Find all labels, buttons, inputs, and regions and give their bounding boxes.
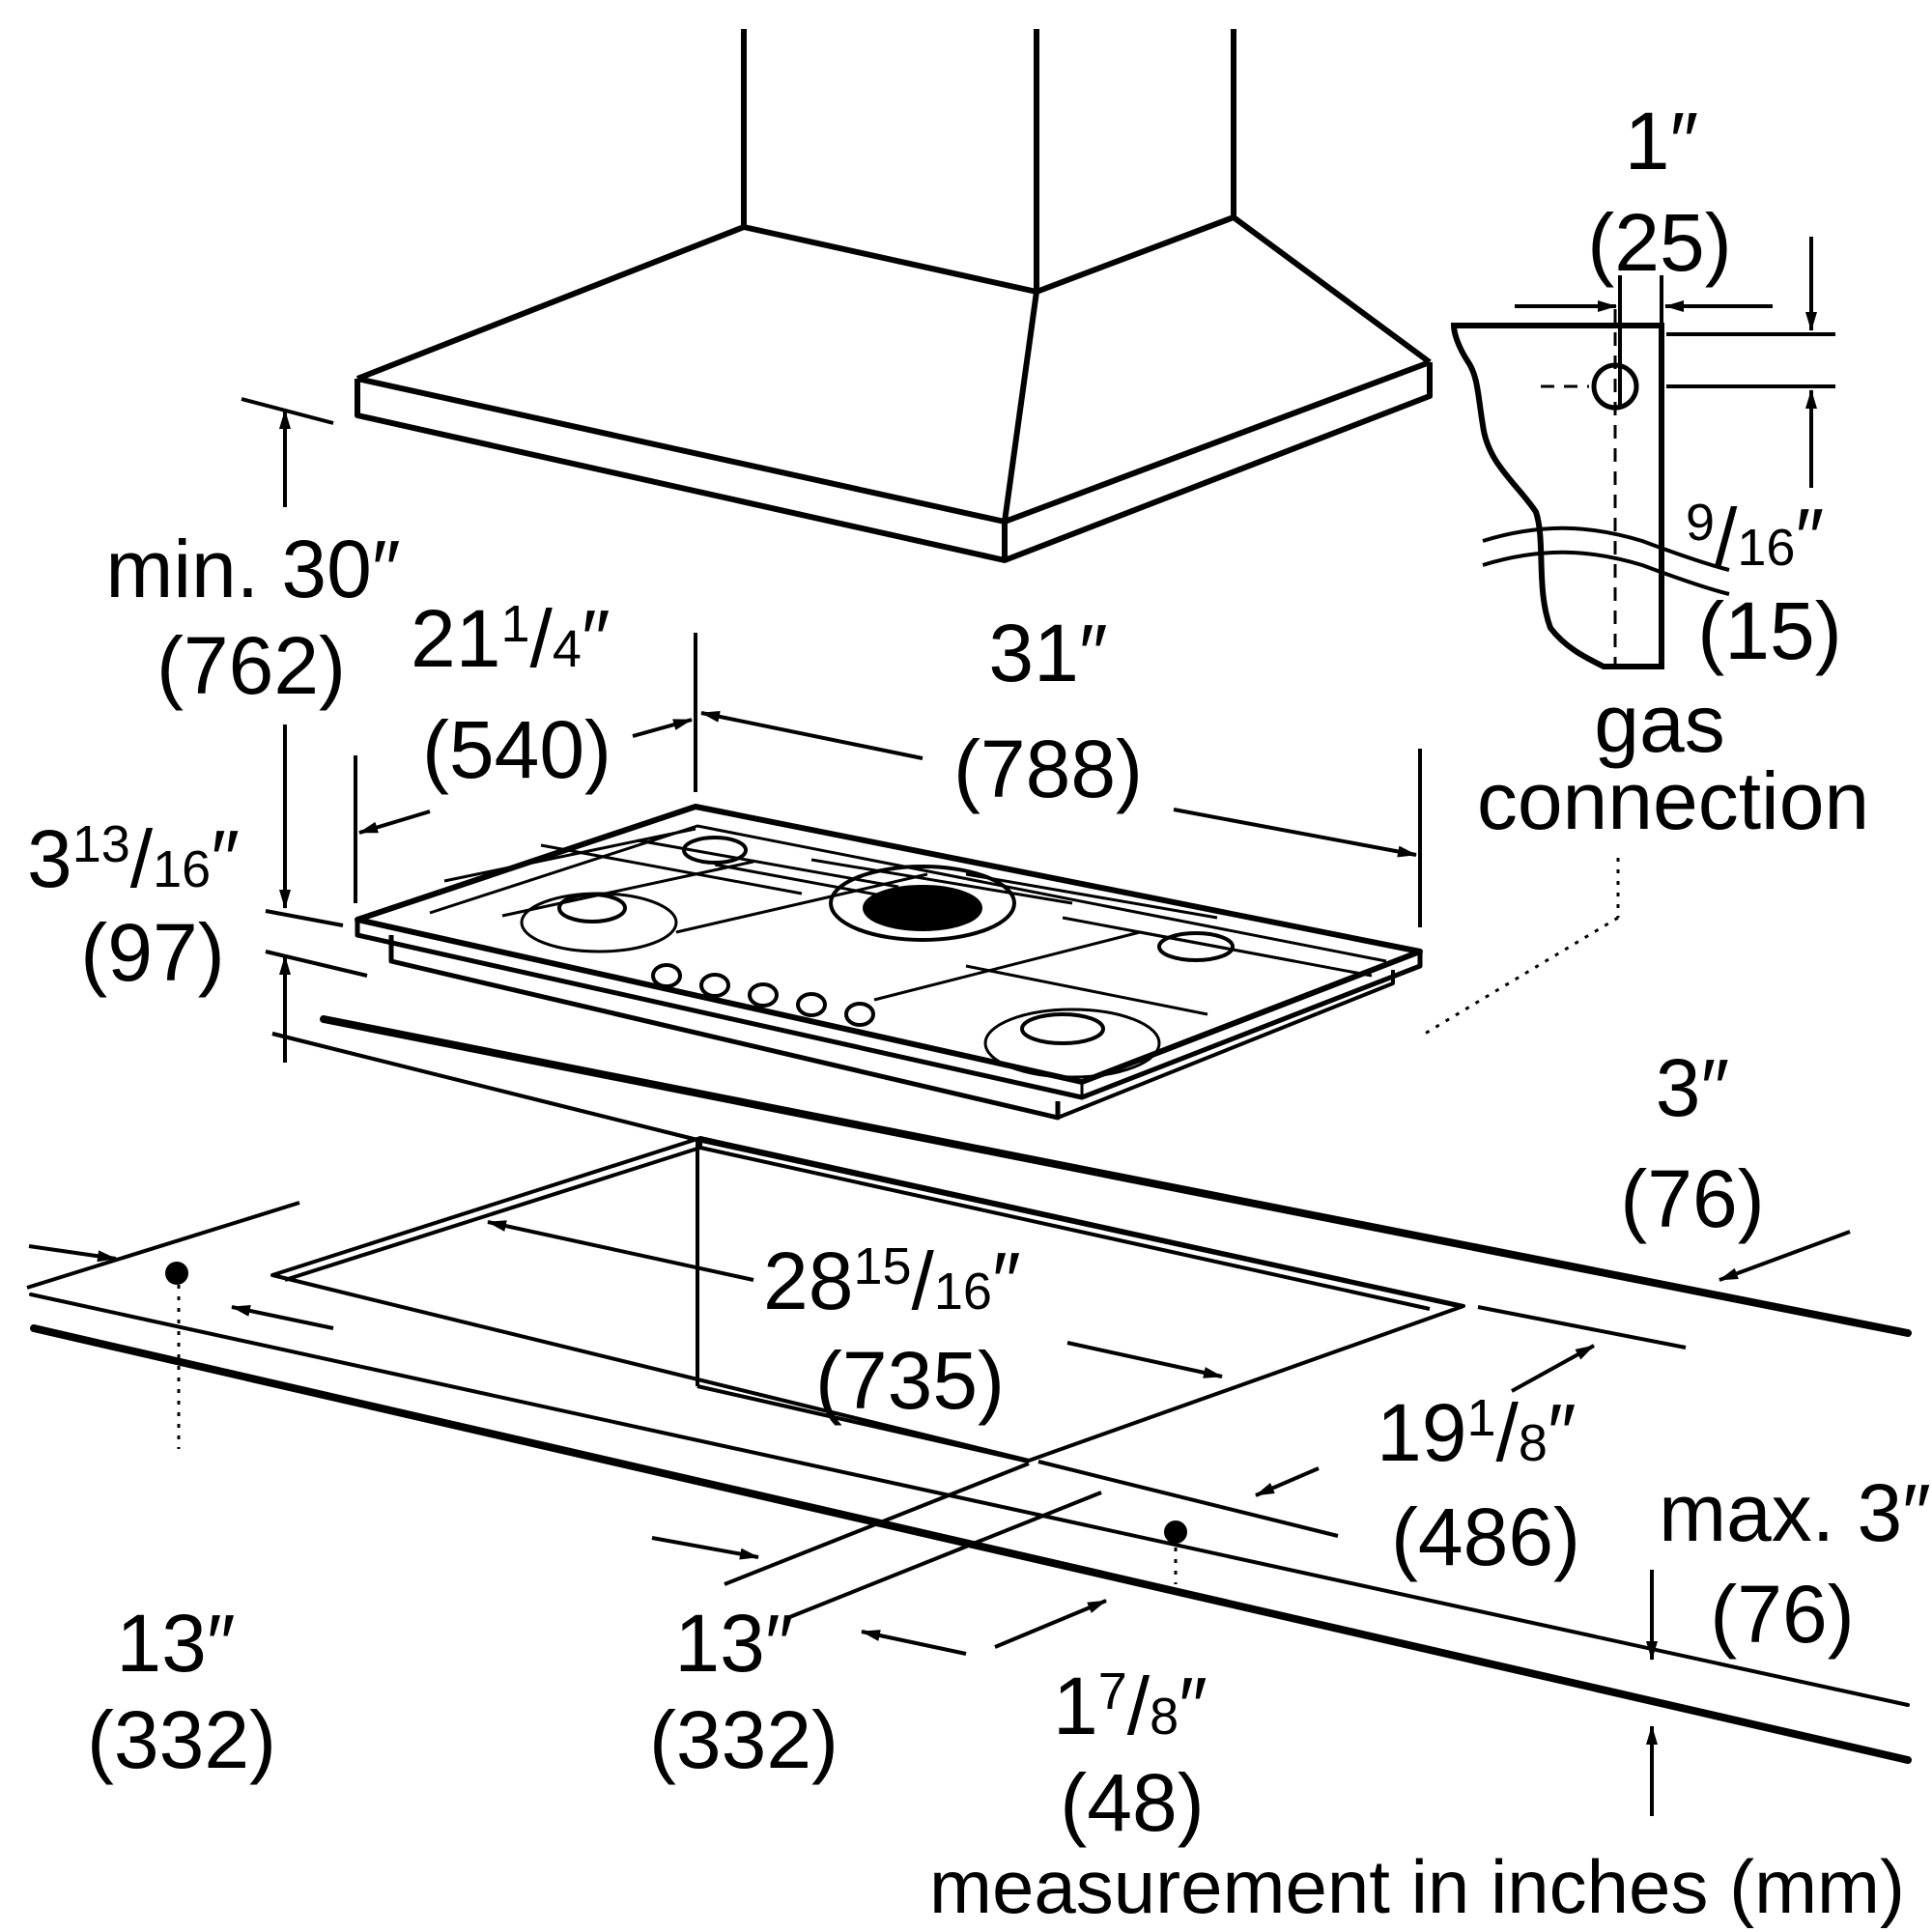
- so-slash: /: [1127, 1661, 1151, 1751]
- height-num: 13: [72, 815, 130, 873]
- offset-slash: /: [1715, 492, 1738, 582]
- height-slash: /: [130, 813, 154, 904]
- so-num: 7: [1098, 1662, 1127, 1720]
- gas-width-mm: (25): [1587, 197, 1731, 288]
- cd-den: 8: [1519, 1414, 1548, 1472]
- depth-den: 4: [553, 620, 582, 678]
- range-hood: [355, 29, 1433, 563]
- cd-num: 1: [1466, 1389, 1495, 1447]
- depth-num: 1: [500, 595, 529, 653]
- cw-unit: ″: [992, 1236, 1021, 1326]
- gas-cooktop: [355, 804, 1423, 1121]
- cw-den: 16: [934, 1263, 992, 1321]
- counter-front-mm: (76): [1620, 1153, 1764, 1244]
- mid-offset-label: 13″: [674, 1598, 793, 1689]
- side-offset-mm: (48): [1060, 1757, 1204, 1848]
- hood-clearance-label: min. 30″: [105, 524, 400, 614]
- dimension-lines: [26, 397, 1851, 1816]
- hood-clearance-mm: (762): [156, 620, 346, 711]
- cutout-depth-label: 191/8″: [1377, 1387, 1577, 1478]
- height-den: 16: [153, 840, 211, 898]
- depth-slash: /: [529, 593, 553, 684]
- counter-max-mm: (76): [1710, 1569, 1854, 1660]
- cw-whole: 28: [763, 1236, 853, 1326]
- leader-lines: [177, 1285, 1178, 1584]
- cd-slash: /: [1495, 1387, 1519, 1478]
- so-whole: 1: [1053, 1661, 1098, 1751]
- offset-num: 9: [1686, 494, 1715, 552]
- mount-hole-right: [1164, 1520, 1187, 1544]
- mid-offset-mm: (332): [649, 1694, 838, 1785]
- cutout-outline: [270, 1136, 1465, 1463]
- counter-front-label: 3″: [1656, 1042, 1729, 1133]
- left-offset-label: 13″: [116, 1598, 235, 1689]
- gas-offset-label: 9/16″: [1686, 492, 1824, 582]
- connection-label: connection: [1477, 755, 1869, 846]
- cooktop-depth-label: 211/4″: [411, 593, 611, 684]
- cooktop-width-mm: (788): [953, 724, 1143, 814]
- cw-num: 15: [853, 1237, 911, 1295]
- cd-unit: ″: [1548, 1387, 1577, 1478]
- so-unit: ″: [1179, 1661, 1208, 1751]
- height-unit: ″: [211, 813, 240, 904]
- gas-width-label: 1″: [1625, 96, 1698, 186]
- offset-den: 16: [1737, 519, 1795, 577]
- depth-whole: 21: [411, 593, 500, 684]
- mount-hole-left: [165, 1262, 188, 1285]
- offset-unit: ″: [1795, 492, 1824, 582]
- side-offset-label: 17/8″: [1053, 1661, 1208, 1751]
- gas-offset-mm: (15): [1697, 585, 1841, 676]
- left-offset-mm: (332): [87, 1694, 276, 1785]
- counter-max-label: max. 3″: [1659, 1467, 1931, 1558]
- cutout-width-label: 2815/16″: [763, 1236, 1021, 1326]
- cooktop-height-mm: (97): [80, 907, 224, 998]
- height-whole: 3: [27, 813, 72, 904]
- depth-unit: ″: [582, 593, 611, 684]
- cooktop-width-label: 31″: [988, 608, 1107, 698]
- cw-slash: /: [912, 1236, 935, 1326]
- measurement-note: measurement in inches (mm): [929, 1844, 1905, 1929]
- cd-whole: 19: [1377, 1387, 1466, 1478]
- gas-label: gas: [1594, 678, 1724, 769]
- so-den: 8: [1150, 1688, 1179, 1746]
- cooktop-height-label: 313/16″: [27, 813, 240, 904]
- cooktop-depth-mm: (540): [422, 704, 611, 795]
- cutout-width-mm: (735): [815, 1335, 1005, 1426]
- gas-connection-detail: [1424, 237, 1835, 1036]
- cutout-depth-mm: (486): [1391, 1492, 1580, 1582]
